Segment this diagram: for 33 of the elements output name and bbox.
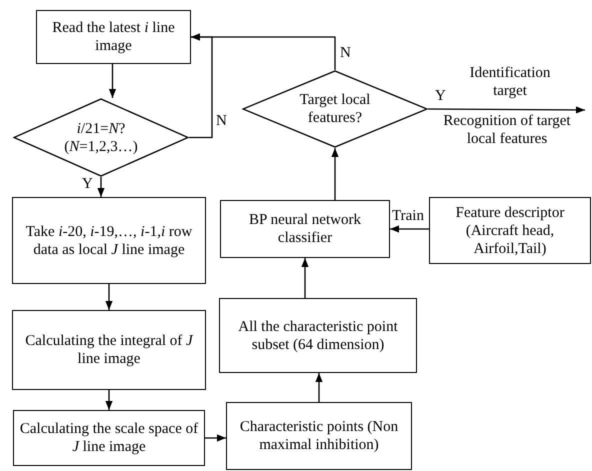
arrow	[390, 225, 429, 233]
process-box	[12, 310, 206, 390]
node-text: Feature descriptor (Aircraft head, Airfoil,Tail)	[454, 204, 566, 258]
arrow	[191, 33, 336, 70]
node-text: All the characteristic point subset (64 dimension)	[237, 318, 399, 354]
node-text: Calculating the integral of J line image	[24, 332, 194, 368]
node-text: Take i-20, i-19,…, i-1,i row data as local J line image	[24, 222, 194, 258]
process-box	[226, 402, 412, 470]
arrow	[301, 258, 309, 298]
arrow	[315, 373, 323, 402]
process-box	[219, 298, 417, 373]
node-text: Read the latest i line image	[51, 19, 176, 55]
node-text: Recognition of target local features	[442, 112, 572, 148]
node-text: BP neural network classifier	[248, 211, 362, 247]
arrow	[97, 177, 105, 197]
process-box	[36, 10, 191, 64]
note-text: Identification target	[468, 64, 552, 100]
process-box	[13, 410, 205, 466]
arrow	[205, 434, 226, 442]
process-box	[429, 197, 591, 264]
process-box	[220, 200, 390, 258]
node-text: Calculating the scale space of J line image	[18, 420, 200, 456]
node-text: Characteristic points (Non maximal inhibition)	[238, 418, 400, 454]
arrow	[105, 390, 113, 410]
arrow	[108, 64, 116, 98]
node-text: i/21=N? (N=1,2,3…)	[63, 120, 139, 156]
arrow	[105, 284, 113, 310]
decision-diamond	[242, 70, 428, 148]
process-box	[12, 197, 206, 284]
arrow	[331, 148, 339, 200]
node-text: Target local features?	[298, 91, 372, 127]
decision-diamond	[13, 98, 189, 177]
arrow	[428, 106, 585, 114]
